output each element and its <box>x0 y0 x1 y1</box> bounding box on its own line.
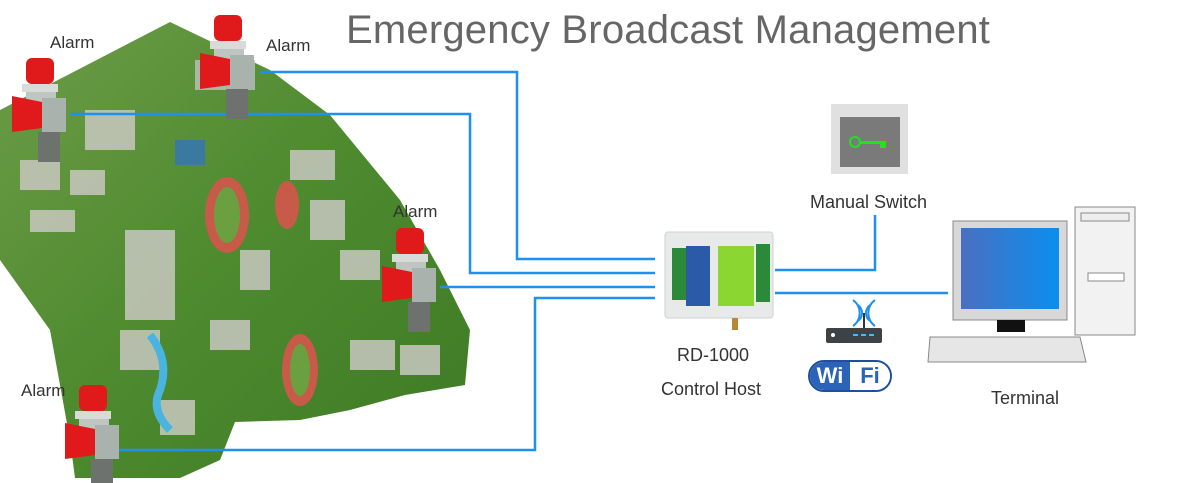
wifi-logo-right: Fi <box>850 362 890 390</box>
control-host-device <box>664 231 774 330</box>
line-alarm-bottom <box>118 296 655 452</box>
wifi-logo-icon: Wi Fi <box>808 360 892 392</box>
connection-lines <box>70 70 948 452</box>
alarm-siren-icon <box>382 228 436 332</box>
router-icon <box>826 299 882 343</box>
alarm-siren-icon <box>65 385 119 483</box>
alarm-label: Alarm <box>50 33 95 52</box>
line-manual-switch <box>775 215 877 272</box>
wifi-logo-left: Wi <box>810 362 850 390</box>
control-host-label: Control Host <box>661 379 762 399</box>
campus-map <box>0 22 470 478</box>
alarm-siren-icon <box>12 58 66 162</box>
manual-switch-key-icon[interactable] <box>831 104 908 174</box>
terminal-computer-icon <box>927 206 1136 363</box>
alarm-label: Alarm <box>21 381 66 400</box>
terminal-label: Terminal <box>991 388 1060 408</box>
line-alarm-top-right <box>260 70 655 261</box>
page-title: Emergency Broadcast Management <box>346 8 991 52</box>
alarm-label: Alarm <box>393 202 438 221</box>
alarm-siren-icon <box>200 15 254 119</box>
alarm-label: Alarm <box>266 36 311 55</box>
line-alarm-top-left <box>70 112 655 275</box>
control-host-model: RD-1000 <box>677 345 750 365</box>
manual-switch-label: Manual Switch <box>810 192 928 212</box>
